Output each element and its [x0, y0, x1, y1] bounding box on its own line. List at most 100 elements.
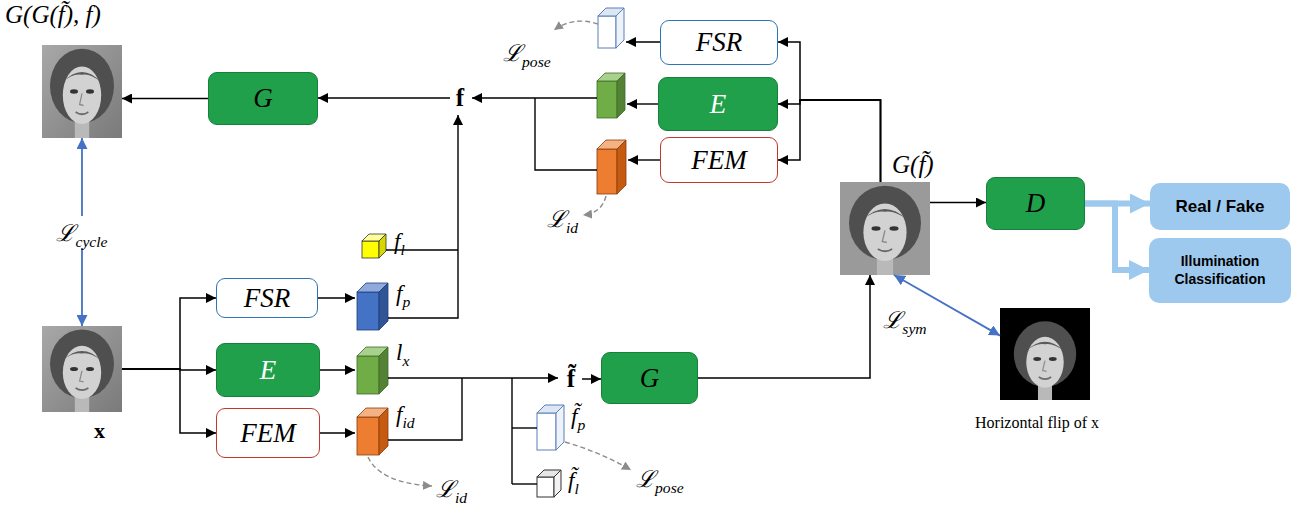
- feature-cube: [357, 408, 388, 455]
- box-label: G: [253, 83, 273, 114]
- box-label: E: [260, 355, 277, 386]
- math-label: fid: [396, 402, 415, 428]
- fsr-box: FSR: [216, 278, 318, 318]
- image-node: G(G(f̃), f): [42, 45, 122, 138]
- generator-box: G: [601, 352, 698, 404]
- cube-face: [357, 417, 379, 455]
- image-node: Horizontal flip of x: [1000, 308, 1090, 400]
- face-picture: [50, 49, 114, 138]
- math-label: fp: [396, 281, 410, 307]
- box-label: D: [1026, 188, 1046, 219]
- edge-label: ℒsym: [881, 303, 928, 335]
- image-caption: G(G(f̃), f): [5, 1, 101, 29]
- image-caption: x: [94, 418, 105, 444]
- image-ground: [1000, 308, 1090, 400]
- subscript: sym: [902, 320, 926, 337]
- subscript: pose: [522, 53, 551, 70]
- connector: [1085, 204, 1149, 271]
- wire: [627, 103, 658, 104]
- feature-cube: [597, 73, 625, 118]
- cube-face: [616, 8, 624, 48]
- feature-cube: [598, 8, 624, 48]
- image-ground: [42, 326, 122, 412]
- wire: [511, 378, 512, 484]
- box-label: FEM: [691, 145, 746, 176]
- face-image: [1000, 308, 1090, 400]
- feature-cube: [362, 234, 386, 258]
- connector: [122, 369, 216, 433]
- box-label: G: [640, 363, 660, 394]
- fem-box: FEM: [216, 408, 320, 458]
- wire: [512, 427, 537, 428]
- cube-face: [379, 408, 388, 455]
- subscript: id: [455, 489, 467, 506]
- wire: [535, 98, 597, 170]
- fem-box: FEM: [660, 137, 778, 183]
- cube-face: [598, 16, 616, 48]
- wire: [388, 115, 458, 318]
- image-node: G(f̃): [840, 182, 930, 275]
- cube-face: [597, 149, 617, 194]
- math-label: fl: [394, 229, 405, 255]
- cube-face: [362, 241, 379, 258]
- subscript: l: [400, 241, 404, 258]
- subscript: pose: [655, 479, 684, 496]
- image-ground: [42, 45, 122, 138]
- cube-face: [379, 234, 386, 258]
- cube-face: [617, 140, 626, 194]
- box-label: FSR: [244, 283, 291, 314]
- loss-leader-group: [368, 21, 631, 486]
- connector: [778, 42, 881, 182]
- loss-leader: [583, 196, 606, 215]
- image-caption: G(f̃): [892, 151, 934, 179]
- generator-box: G: [208, 72, 318, 125]
- subscript: x: [402, 352, 409, 369]
- box-label: Illumination Classification: [1155, 253, 1285, 288]
- feature-cube: [537, 470, 561, 497]
- wire-group: [318, 42, 660, 484]
- face-picture: [1014, 321, 1076, 400]
- box-label: Real / Fake: [1176, 197, 1265, 217]
- face-image: [42, 45, 122, 138]
- encoder-box: E: [216, 343, 320, 397]
- box-label: E: [710, 89, 727, 120]
- feature-cube: [357, 347, 388, 394]
- connector: [778, 100, 881, 182]
- feature-cube: [357, 283, 388, 330]
- fsr-box: FSR: [660, 20, 778, 65]
- connector: [122, 298, 216, 369]
- cube-face: [357, 292, 379, 330]
- box-label: FSR: [696, 27, 743, 58]
- cube-face: [379, 347, 388, 394]
- feature-cube: [597, 140, 626, 194]
- loss-leader: [368, 457, 432, 486]
- subscript: id: [566, 219, 578, 236]
- output-box: Real / Fake: [1150, 183, 1290, 230]
- wire: [318, 297, 355, 298]
- connector: [318, 97, 450, 99]
- face-image: [840, 182, 930, 275]
- cube-face: [379, 283, 388, 330]
- feature-symbol: f: [450, 83, 470, 113]
- edge-label: ℒcycle: [54, 216, 109, 248]
- connector: [778, 100, 881, 182]
- box-label: f: [456, 84, 464, 112]
- cube-face: [357, 356, 379, 394]
- connector: [122, 98, 208, 100]
- face-picture: [50, 329, 114, 412]
- cube-face: [597, 81, 617, 118]
- feature-symbol: f̃: [560, 364, 582, 394]
- subscript: cycle: [75, 233, 107, 250]
- wire: [512, 483, 537, 484]
- subscript: id: [402, 414, 414, 431]
- subscript: p: [577, 416, 585, 433]
- box-label: FEM: [240, 418, 295, 449]
- math-label: f̃p: [571, 404, 585, 430]
- cube-face: [537, 477, 554, 497]
- feature-cube: [537, 405, 564, 450]
- cube-face: [537, 413, 556, 450]
- face-picture: [849, 186, 921, 275]
- output-box: Illumination Classification: [1149, 238, 1291, 303]
